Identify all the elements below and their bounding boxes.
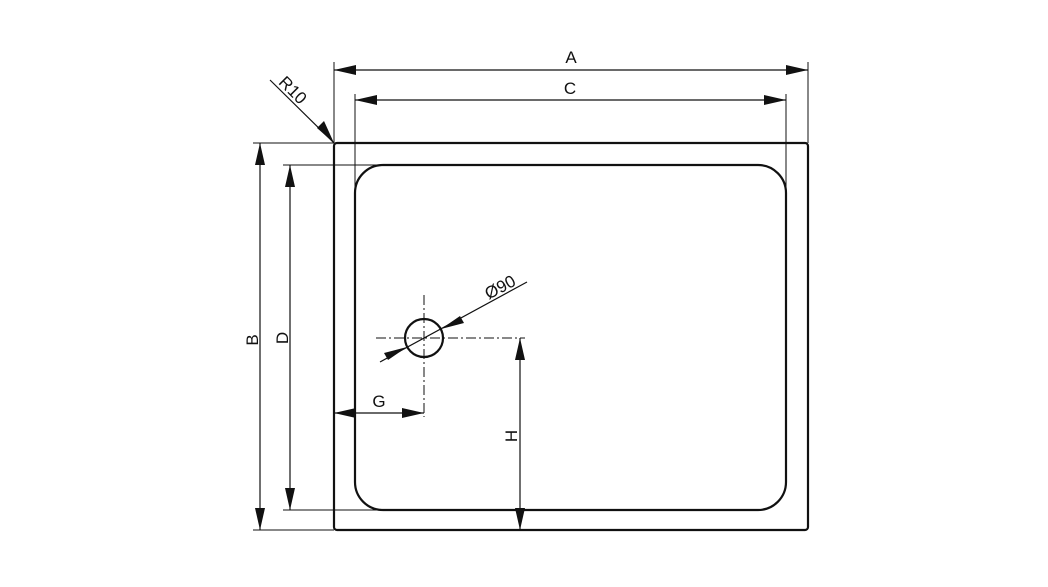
diameter-label: Ø90: [482, 271, 519, 303]
tray-outer-outline: [332, 141, 810, 532]
dimension-a-label: A: [565, 48, 577, 67]
dimension-h: H: [502, 338, 525, 530]
dimension-h-label: H: [502, 430, 521, 442]
dimension-b-label: B: [243, 334, 262, 345]
radius-callout: R10: [269, 73, 335, 144]
dimension-d-label: D: [273, 332, 292, 344]
dimension-diameter: Ø90: [379, 271, 528, 363]
drain-hole: [376, 295, 525, 417]
dimension-d: D: [273, 165, 295, 510]
dimension-g: G: [334, 392, 424, 418]
tray-inner-basin: [353, 163, 788, 512]
dimension-c-label: C: [564, 79, 576, 98]
dimension-g-label: G: [372, 392, 385, 411]
radius-label: R10: [275, 73, 310, 108]
dimension-b: B: [243, 143, 265, 530]
dimension-c: C: [355, 79, 786, 105]
dimension-a: A: [334, 48, 808, 75]
